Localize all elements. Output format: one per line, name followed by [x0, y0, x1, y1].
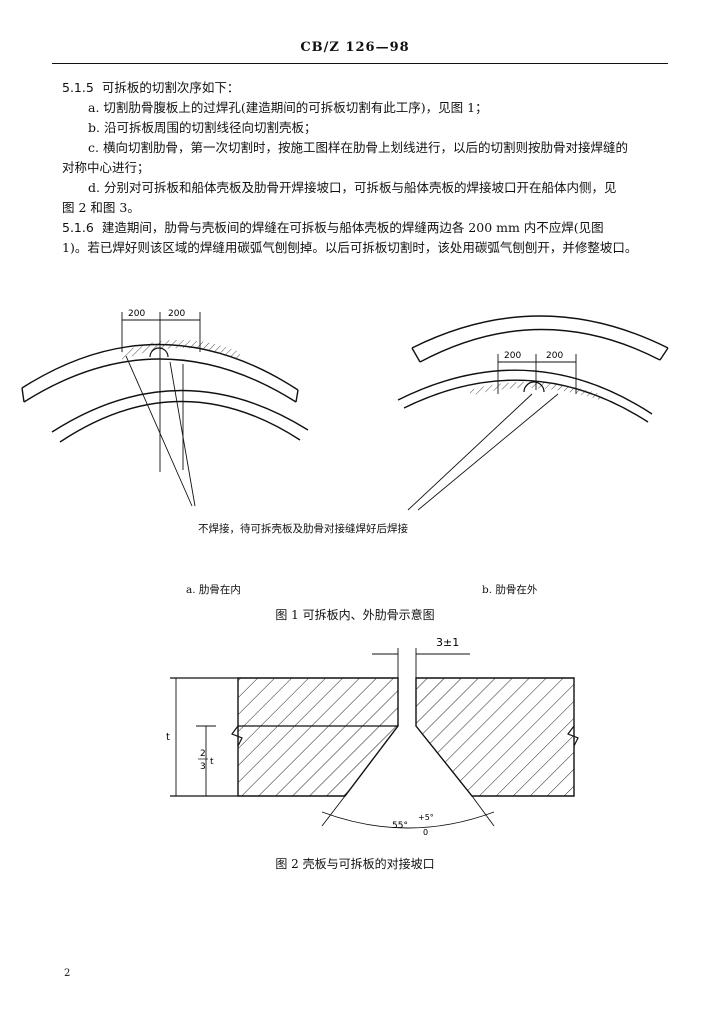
- item-c-line1: c. 横向切割肋骨，第一次切割时，按施工图样在肋骨上划线进行，以后的切割则按肋骨…: [88, 140, 628, 155]
- figure-2-two-thirds-num: 2: [200, 749, 206, 759]
- section-5-1-5-title: 可拆板的切割次序如下：: [101, 80, 240, 95]
- figure-1a-dim-right: 200: [168, 309, 185, 319]
- section-number-5-1-5: 5.1.5: [62, 80, 94, 95]
- figure-2-gap-label: 3±1: [436, 636, 459, 649]
- body-text: 5.1.5 可拆板的切割次序如下： a. 切割肋骨腹板上的过焊孔(建造期间的可拆板…: [62, 78, 670, 258]
- figure-2-thickness-dimension: [175, 678, 216, 796]
- figure-2-angle-dimension: [321, 795, 495, 829]
- item-c-line2: 对称中心进行；: [62, 160, 150, 175]
- figure-1a-weld-hole: [149, 347, 169, 358]
- figure-2-caption: 图 2 壳板与可拆板的对接坡口: [275, 857, 435, 871]
- figure-2-right-plate: [415, 677, 575, 797]
- figure-2-break-lines: [170, 677, 579, 797]
- figure-2-two-thirds-t: t: [210, 757, 214, 767]
- figure-2-two-thirds-den: 3: [200, 762, 206, 772]
- item-a: a. 切割肋骨腹板上的过焊孔(建造期间的可拆板切割有此工序)，见图 1；: [88, 100, 488, 115]
- figure-2-left-plate: [237, 677, 399, 797]
- figure-1b-leaders: [407, 393, 559, 511]
- section-5-1-6-line2: 1)。若已焊好则该区域的焊缝用碳弧气刨刨掉。以后可拆板切割时，该处用碳弧气刨刨开…: [62, 240, 638, 255]
- figure-1a-leaders: [125, 355, 196, 507]
- page-number: 2: [64, 968, 71, 979]
- figure-1-drawing: 200 200 200 200: [21, 309, 669, 511]
- figure-1b-dim-left: 200: [504, 351, 521, 361]
- figure-2-thickness-label: t: [166, 732, 170, 743]
- figure-2-drawing: 3±1 t 2 3 t 55° +5° 0: [166, 636, 579, 837]
- page-header-code: CB/Z 126—98: [300, 40, 410, 55]
- figure-1b-arcs: [397, 315, 669, 423]
- figure-1b-weld-hole: [523, 381, 545, 393]
- section-number-5-1-6: 5.1.6: [62, 220, 94, 235]
- figure-1a-dimension-lines: [121, 312, 201, 472]
- figure-2-gap-dimension: [372, 648, 470, 678]
- figure-1-subcaption-a: a. 肋骨在内: [186, 584, 241, 596]
- header-rule: [52, 63, 668, 64]
- item-d-line2: 图 2 和图 3。: [62, 200, 140, 215]
- figure-1b-dim-right: 200: [546, 351, 563, 361]
- figure-1a-arcs: [21, 343, 309, 443]
- figure-1-note: 不焊接，待可拆壳板及肋骨对接缝焊好后焊接: [198, 523, 408, 535]
- figure-2-angle-upper: +5°: [418, 813, 434, 822]
- figure-1b-dimension-lines: [497, 354, 577, 394]
- figure-1a-dim-left: 200: [128, 309, 145, 319]
- figure-2-angle-lower: 0: [423, 828, 428, 837]
- figure-1a-shell-segment: [122, 340, 240, 360]
- section-5-1-5: 5.1.5 可拆板的切割次序如下：: [62, 78, 670, 98]
- figure-1b-shell-segment: [470, 381, 600, 400]
- figure-1-caption: 图 1 可拆板内、外肋骨示意图: [275, 608, 435, 622]
- figure-1-subcaption-b: b. 肋骨在外: [482, 584, 538, 596]
- section-5-1-6-line1: 5.1.6 建造期间，肋骨与壳板间的焊缝在可拆板与船体壳板的焊缝两边各 200 m…: [62, 218, 670, 238]
- figure-2-angle-label: 55°: [392, 821, 408, 831]
- item-d-line1: d. 分别对可拆板和船体壳板及肋骨开焊接坡口，可拆板与船体壳板的焊接坡口开在船体…: [88, 180, 617, 195]
- section-5-1-6-text1: 建造期间，肋骨与壳板间的焊缝在可拆板与船体壳板的焊缝两边各 200 mm 内不应…: [101, 220, 604, 235]
- item-b: b. 沿可拆板周围的切割线径向切割壳板；: [88, 120, 317, 135]
